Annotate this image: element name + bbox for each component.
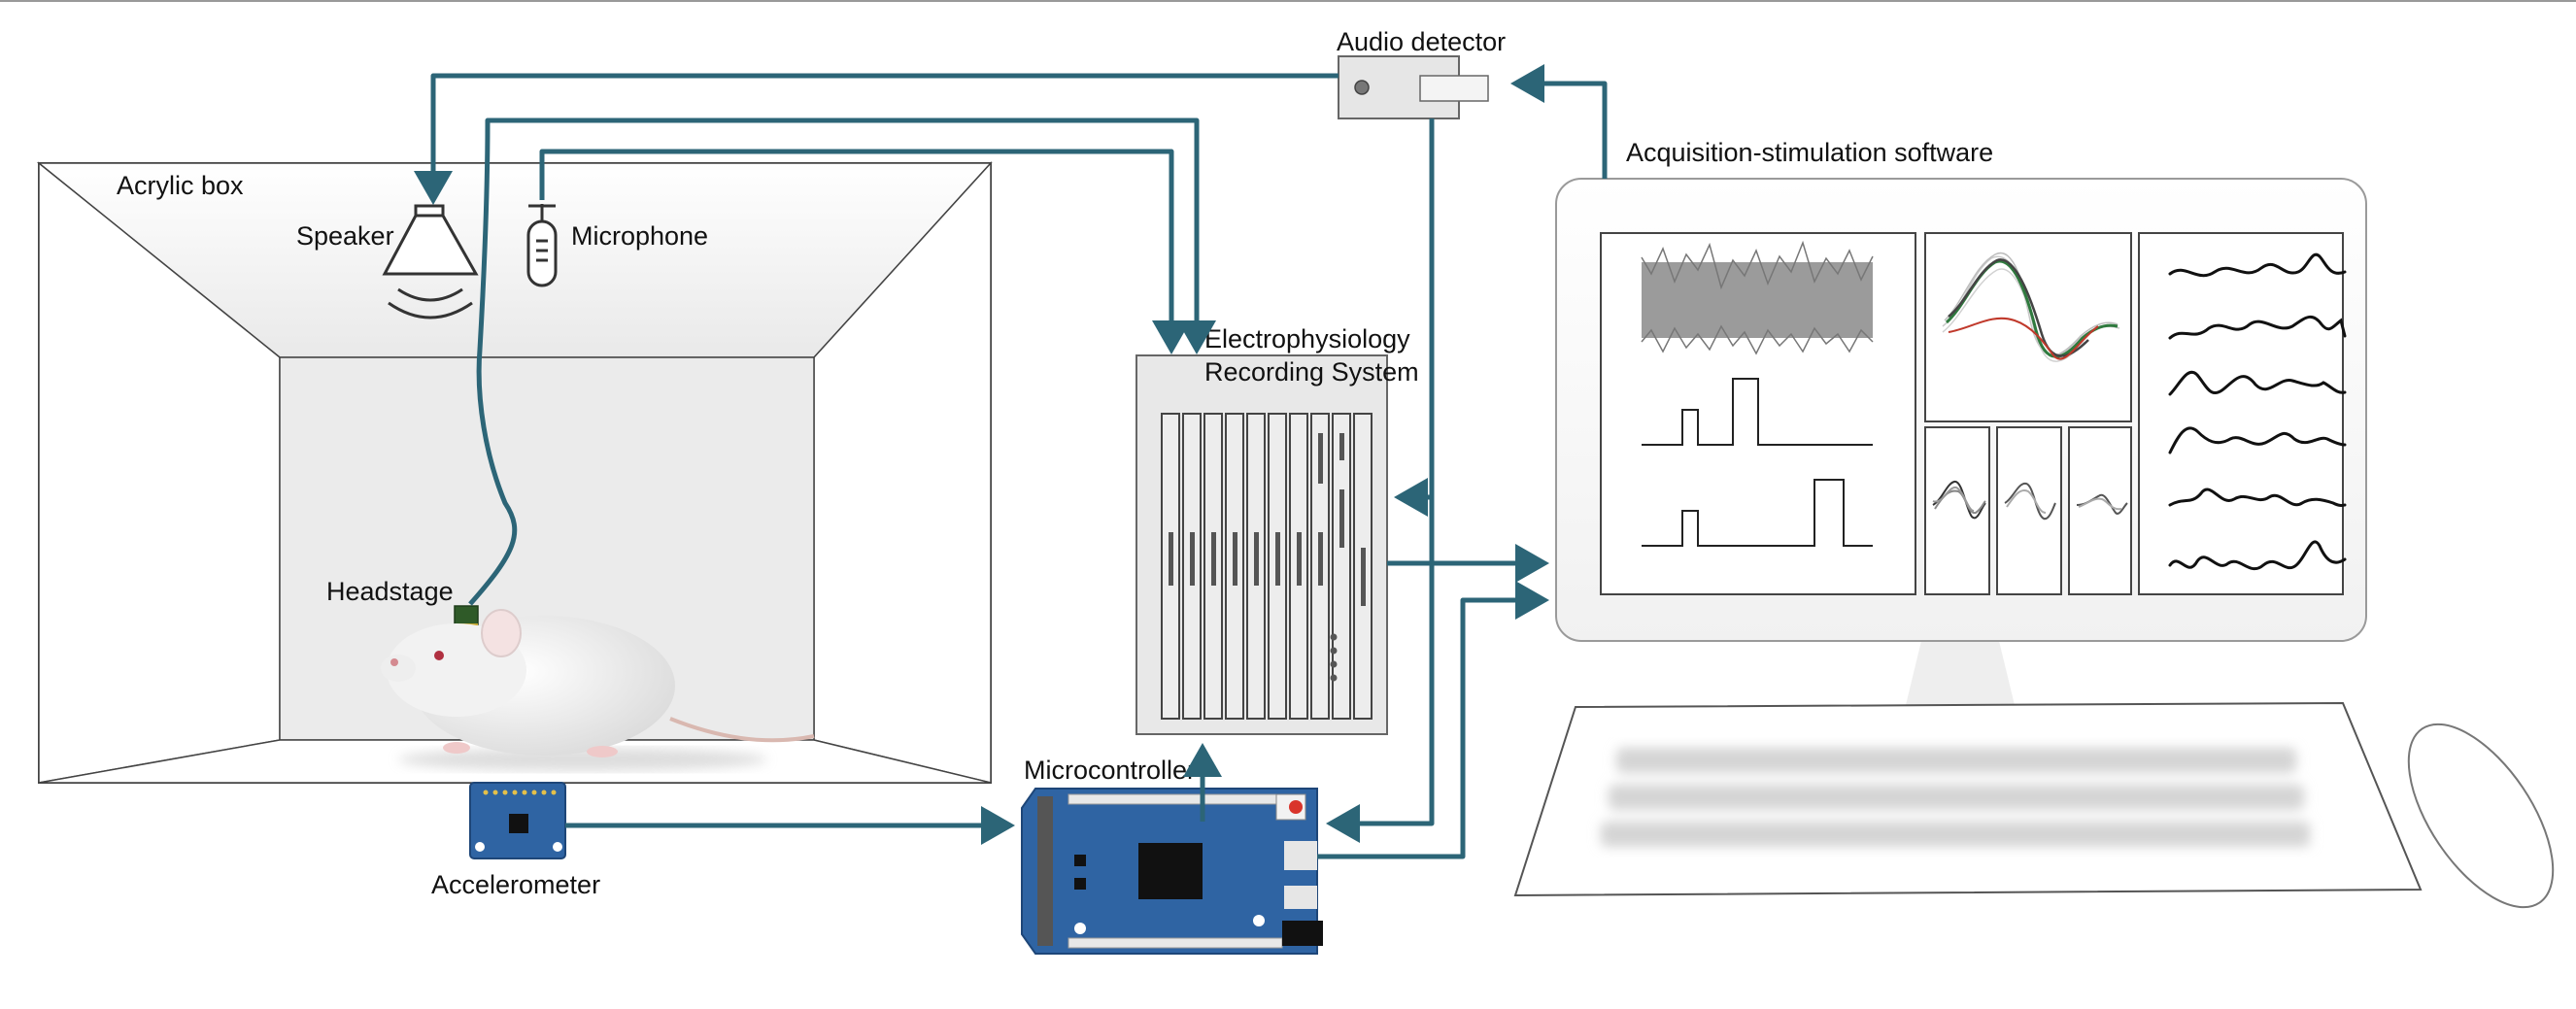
lfp-panel: [2138, 232, 2344, 595]
wire-audio-detector-to-speaker: [414, 73, 1339, 205]
keyboard-icon: [1513, 701, 2423, 897]
microcontroller-board: [1021, 788, 1323, 955]
computer-mouse-icon: [2407, 723, 2555, 909]
speaker-label: Speaker: [296, 221, 394, 251]
wire-audio-detector-to-microcontroller: [1326, 118, 1435, 843]
microphone-icon: [526, 204, 558, 287]
software-label: Acquisition-stimulation software: [1626, 138, 1993, 167]
unit-panel-2: [1996, 426, 2062, 595]
connection-wires: [414, 64, 1608, 859]
lab-mouse-image: [381, 609, 815, 771]
lfp-traces: [2168, 252, 2347, 571]
raw-signal-trace: [1641, 240, 1874, 355]
speaker-icon: [382, 204, 479, 320]
accelerometer-label: Accelerometer: [431, 870, 600, 899]
unit-waveform-1: [1932, 481, 1986, 520]
headstage-label: Headstage: [326, 577, 454, 606]
ephys-label-line2: Recording System: [1204, 357, 1419, 387]
stimulus-trace-2: [1642, 479, 1873, 547]
audio-detector-label: Audio detector: [1337, 27, 1506, 56]
wire-microphone-to-ephys: [539, 149, 1191, 354]
unit-waveform-2: [2004, 482, 2056, 521]
ephys-label-line1: Electrophysiology: [1204, 324, 1410, 353]
unit-panel-1: [1924, 426, 1990, 595]
audio-detector-device: [1338, 55, 1489, 119]
microphone-label: Microphone: [571, 221, 708, 251]
stimulus-trace-1: [1642, 378, 1873, 446]
unit-waveform-3: [2076, 493, 2128, 515]
accelerometer-board: [469, 782, 566, 859]
wire-microcontroller-to-computer: [1317, 581, 1549, 859]
spike-waveforms: [1942, 252, 2120, 362]
wire-headstage-to-ephys: [468, 118, 1216, 606]
wire-computer-to-audio-detector: [1510, 64, 1608, 179]
acrylic-box-label: Acrylic box: [117, 171, 244, 200]
acrylic-box: [36, 161, 993, 784]
ephys-recording-system: [1135, 354, 1388, 735]
microcontroller-label: Microcontroller: [1024, 756, 1196, 785]
